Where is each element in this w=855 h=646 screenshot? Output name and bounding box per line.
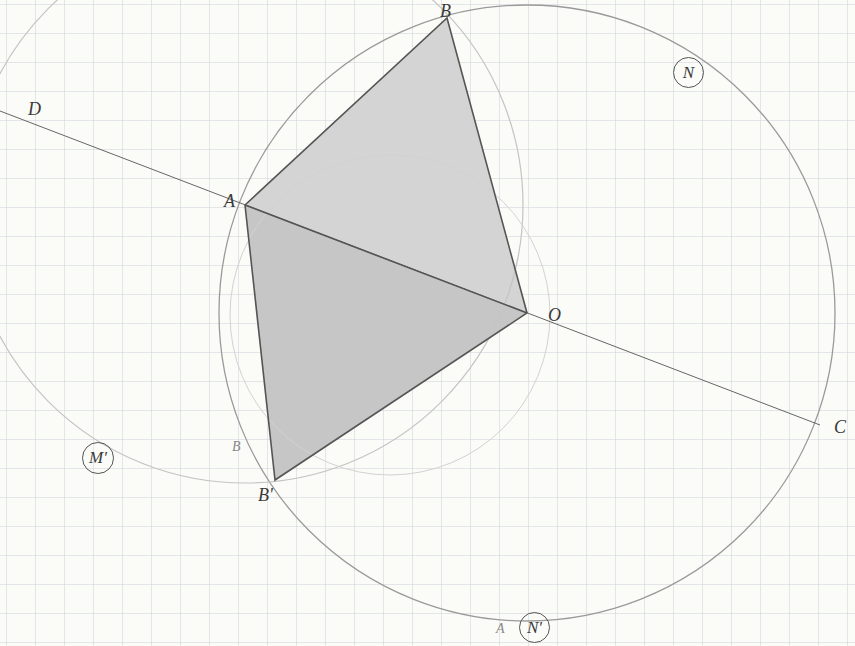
line-dc [0,111,820,425]
circled-label: M' [82,442,114,474]
faint-circle [230,155,550,475]
point-label: O [548,306,561,324]
shaded-triangle [245,205,527,480]
point-label: A [224,192,235,210]
point-label: C [834,418,846,436]
circled-label: N' [519,612,550,643]
point-label: A [496,622,505,636]
point-label: B' [258,486,273,504]
circle-name: N' [527,619,542,636]
point-label: D [28,100,41,118]
circled-label: N [673,57,704,88]
circle-n [219,5,835,621]
point-label: B [440,2,451,20]
point-label: B [232,440,241,454]
circle-name: M' [89,449,107,466]
circle-name: N [683,64,694,81]
triangle-sides [245,18,527,480]
segment-ao [245,205,527,313]
